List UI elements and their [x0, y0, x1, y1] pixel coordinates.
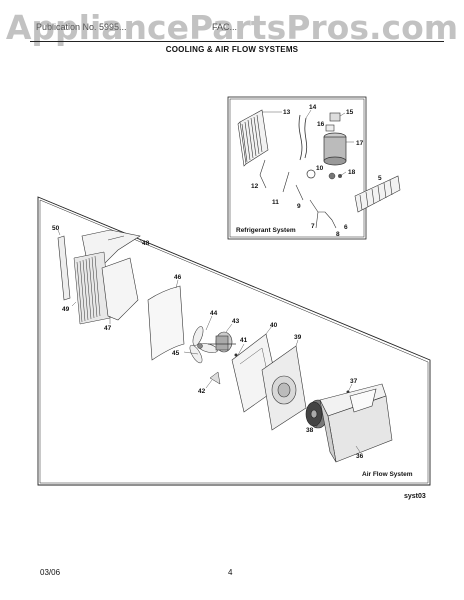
- callout-8: 8: [336, 231, 340, 238]
- callout-47: 47: [104, 325, 112, 332]
- model-label: FAC...: [212, 22, 238, 32]
- air-flow-system-title: Air Flow System: [362, 471, 413, 478]
- callout-36: 36: [356, 453, 364, 460]
- callout-14: 14: [309, 104, 317, 111]
- callout-49: 49: [62, 306, 70, 313]
- callout-7: 7: [311, 223, 315, 230]
- page-header: Publication No. 5995... FAC... Appliance…: [0, 0, 464, 60]
- publication-label: Publication No. 5995...: [36, 22, 127, 32]
- callout-41: 41: [240, 337, 248, 344]
- callout-45: 45: [172, 350, 180, 357]
- condenser-coil-part: [237, 109, 269, 167]
- callout-5: 5: [378, 175, 382, 182]
- watermark-logo: AppliancePartsPros.com: [5, 8, 459, 47]
- callout-16: 16: [317, 121, 325, 128]
- tube-part: [298, 114, 308, 161]
- blower-scroll-part: [261, 345, 307, 431]
- callout-9: 9: [297, 203, 301, 210]
- blower-wheel-part: [305, 399, 329, 429]
- callout-42: 42: [198, 388, 206, 395]
- callout-12: 12: [251, 183, 259, 190]
- figure-code: syst03: [404, 493, 426, 500]
- callout-43: 43: [232, 318, 240, 325]
- callout-17: 17: [356, 140, 364, 147]
- fan-motor-part: [208, 331, 236, 353]
- header-rule: [30, 41, 444, 42]
- callout-37: 37: [350, 378, 358, 385]
- footer-page-number: 4: [228, 568, 233, 577]
- callout-10: 10: [316, 165, 324, 172]
- footer-date: 03/06: [40, 568, 61, 577]
- callout-48: 48: [142, 240, 150, 247]
- callout-13: 13: [283, 109, 291, 116]
- callout-50: 50: [52, 225, 60, 232]
- callout-11: 11: [272, 199, 279, 206]
- overload-part: [329, 112, 341, 122]
- callout-38: 38: [306, 427, 314, 434]
- compressor-part: [323, 132, 347, 166]
- callout-46: 46: [174, 274, 182, 281]
- fan-blade-part: [189, 326, 218, 364]
- callout-18: 18: [348, 169, 356, 176]
- callout-15: 15: [346, 109, 354, 116]
- evaporator-coil-part: [354, 175, 401, 213]
- refrigerant-system-panel: 13 14 15 16 17 10 18 12 5 11 9 7 6 8 Ref…: [227, 96, 401, 240]
- section-title: COOLING & AIR FLOW SYSTEMS: [165, 45, 299, 54]
- air-duct-housing-part: [319, 383, 393, 463]
- callout-39: 39: [294, 334, 302, 341]
- callout-40: 40: [270, 322, 278, 329]
- refrigerant-system-title: Refrigerant System: [236, 227, 296, 234]
- callout-44: 44: [210, 310, 218, 317]
- air-flow-system-panel: 50 48 49 47 46 44 43 45 42 41 40 39 37 3…: [37, 196, 431, 486]
- callout-6: 6: [344, 224, 348, 231]
